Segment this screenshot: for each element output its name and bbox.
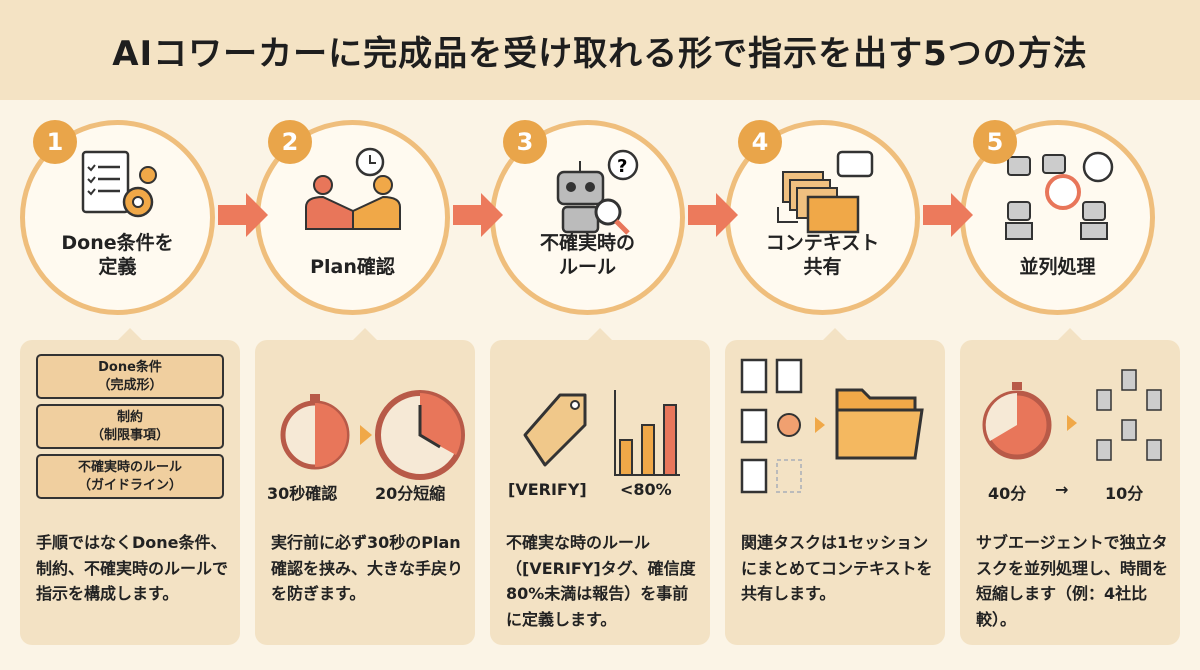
title-bar: AIコワーカーに完成品を受け取れる形で指示を出す5つの方法 [0, 0, 1200, 100]
card-done-conditions: Done条件 （完成形） 制約 （制限事項） 不確実時のルール （ガイドライン）… [20, 328, 240, 645]
caption-before: 40分 [988, 484, 1027, 503]
step-number-badge: 4 [738, 120, 782, 164]
step-label: 不確実時の ルール [539, 231, 635, 279]
documents-to-folder-icon [740, 358, 924, 494]
step-number-badge: 2 [268, 120, 312, 164]
box-done: Done条件 （完成形） [36, 354, 224, 400]
box-constraints: 制約 （制限事項） [36, 404, 224, 450]
card-description: サブエージェントで独立タスクを並列処理し、時間を短縮します（例：4社比較）。 [976, 533, 1169, 629]
step-5: 並列処理 [960, 120, 1155, 315]
step-number-badge: 5 [973, 120, 1017, 164]
card-description: 不確実な時のルール（[VERIFY]タグ、確信度80%未満は報告）を事前に定義し… [506, 533, 696, 629]
step-label: Done条件を 定義 [61, 231, 174, 279]
robots-timer-icon [1004, 151, 1113, 240]
caption-left: 30秒確認 [267, 484, 338, 503]
caption-arrow: → [1055, 480, 1069, 499]
box-uncertainty-rules: 不確実時のルール （ガイドライン） [36, 454, 224, 500]
card-parallel: 40分 → 10分 サブエージェントで独立タスクを並列処理し、時間を短縮します（… [960, 328, 1180, 645]
step-label: コンテキスト 共有 [765, 231, 880, 279]
folders-chat-icon [776, 150, 873, 234]
arrow-right-icon [923, 193, 973, 237]
card-description: 関連タスクは1セッションにまとめてコンテキストを共有します。 [741, 533, 933, 604]
step-label: 並列処理 [1019, 256, 1096, 279]
card-description: 実行前に必ず30秒のPlan確認を挟み、大きな手戻りを防ぎます。 [271, 533, 464, 604]
step-2: Plan確認 [255, 120, 450, 315]
step-number-badge: 1 [33, 120, 77, 164]
step-1: Done条件を 定義 [20, 120, 215, 315]
handshake-clock-icon [304, 147, 401, 230]
robot-question-icon: ? [556, 149, 638, 235]
caption-verify: [VERIFY] [508, 480, 587, 499]
card-plan-check: 30秒確認 20分短縮 実行前に必ず30秒のPlan確認を挟み、大きな手戻りを防… [255, 328, 475, 645]
arrow-right-icon [218, 193, 268, 237]
card-context: 関連タスクは1セッションにまとめてコンテキストを共有します。 [725, 328, 945, 645]
card-description: 手順ではなくDone条件、制約、不確実時のルールで指示を構成します。 [36, 533, 229, 604]
checklist-gear-icon [81, 150, 157, 218]
arrow-right-icon [453, 193, 503, 237]
caption-threshold: <80% [620, 480, 672, 499]
page-title: AIコワーカーに完成品を受け取れる形で指示を出す5つの方法 [112, 33, 1088, 74]
svg-text:?: ? [617, 156, 627, 177]
step-label: Plan確認 [310, 256, 395, 279]
step-number-badge: 3 [503, 120, 547, 164]
card-uncertainty: [VERIFY] <80% 不確実な時のルール（[VERIFY]タグ、確信度80… [490, 328, 710, 645]
stopwatch-to-clock-icon [280, 390, 465, 480]
arrow-right-icon [688, 193, 738, 237]
caption-after: 10分 [1105, 484, 1144, 503]
timer-to-robots-icon [982, 369, 1162, 461]
tag-barchart-icon [523, 390, 680, 476]
caption-right: 20分短縮 [375, 484, 446, 503]
